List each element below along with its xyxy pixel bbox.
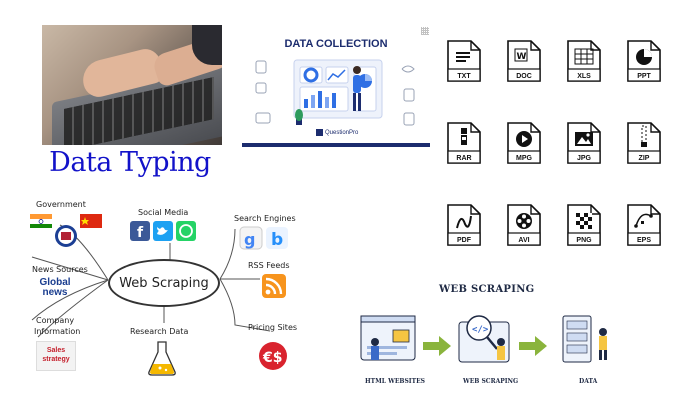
mpg-file-icon: MPG [507,122,541,164]
data-collection-card: DATA COLLECTION QuestionPro [242,25,430,147]
svg-text:W: W [517,52,527,62]
avi-file-icon: AVI [507,204,541,246]
web-scraping-flow-title: WEB SCRAPING [439,284,535,295]
search-engines-icons: g b [239,226,288,250]
rss-icon [262,274,286,298]
xls-file-icon: XLS [567,40,601,82]
information-label: Information [34,327,81,336]
questionpro-logo-icon [316,129,323,136]
doc-file-icon: W DOC [507,40,541,82]
questionpro-brand-text: QuestionPro [325,130,359,137]
web-scraping-flow-illustration: </> [360,315,607,363]
jpg-file-icon: JPG [567,122,601,164]
global-news-logo-line2: news [42,287,68,298]
social-media-icons: f [130,221,196,241]
government-label: Government [36,200,86,209]
html-websites-icon [360,315,416,361]
zip-file-icon: ZIP [627,122,661,164]
file-type-label: TXT [457,73,471,80]
file-type-label: JPG [576,155,591,162]
file-type-label: ZIP [638,155,650,162]
rar-file-icon: RAR [447,122,481,164]
file-type-label: RAR [456,155,472,162]
sales-strategy-image: Sales strategy [36,341,76,371]
txt-file-icon: TXT [447,40,481,82]
file-type-label: PNG [576,237,592,244]
web-scraping-caption: WEB SCRAPING [463,378,519,385]
file-type-label: AVI [518,237,530,244]
svg-text:</>: </> [472,325,489,335]
news-sources-label: News Sources [32,265,88,274]
file-type-label: MPG [516,155,532,162]
global-news-logo-line1: Global [39,277,71,288]
grid-dots-icon [421,27,429,35]
government-flags-icon [30,214,102,247]
html-websites-caption: HTML WEBSITES [365,378,425,385]
file-type-label: DOC [516,73,532,80]
web-scraping-step-icon: </> [458,315,510,363]
data-caption: DATA [579,378,598,385]
png-file-icon: PNG [567,204,601,246]
file-type-label: PDF [457,237,471,244]
pricing-sites-label: Pricing Sites [248,323,298,332]
typing-photo [42,25,222,145]
svg-text:b: b [271,230,283,250]
pdf-file-icon: PDF [447,204,481,246]
global-news-logo: Global news [38,278,72,300]
file-type-label: XLS [577,73,591,80]
flask-icon [148,341,176,376]
data-server-icon [562,315,607,363]
ppt-file-icon: PPT [627,40,661,82]
flow-arrow-1-icon [423,336,451,356]
research-data-label: Research Data [130,327,189,336]
search-engines-label: Search Engines [234,214,296,223]
data-collection-title: DATA COLLECTION [284,38,388,50]
web-scraping-center-node: Web Scraping [108,259,220,307]
file-type-label: EPS [636,237,651,244]
social-media-label: Social Media [138,208,189,217]
data-collection-illustration [255,59,415,126]
questionpro-brand: QuestionPro [316,129,358,136]
svg-text:g: g [244,230,255,249]
eps-file-icon: EPS [627,204,661,246]
svg-text:€$: €$ [262,350,282,366]
rss-feeds-label: RSS Feeds [248,261,290,270]
company-label: Company [36,316,75,325]
flow-arrow-2-icon [519,336,547,356]
data-typing-title: Data Typing [49,147,211,178]
file-type-label: PPT [637,73,651,80]
pricing-icon: €$ [259,342,287,370]
data-collection-underline [242,143,430,147]
sales-strategy-line2: strategy [42,356,70,363]
sleeve-image [192,25,222,65]
sales-strategy-line1: Sales [46,347,66,354]
svg-text:f: f [137,225,144,241]
